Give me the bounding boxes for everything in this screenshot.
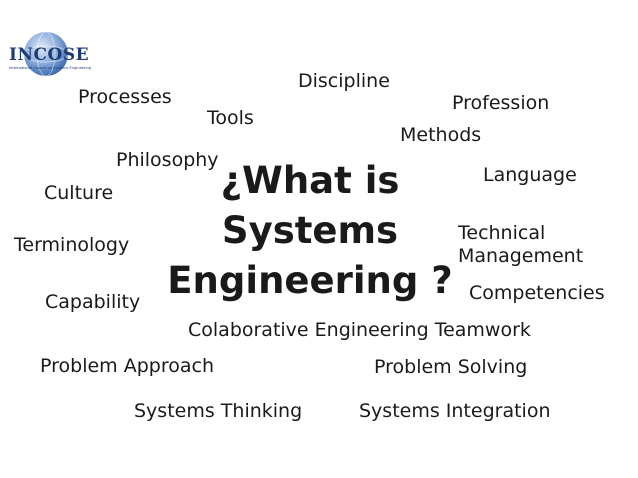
term-methods: Methods — [400, 124, 482, 146]
term-problem-approach: Problem Approach — [40, 355, 214, 377]
term-competencies: Competencies — [469, 282, 605, 304]
term-technical-management-line2: Management — [458, 244, 584, 267]
incose-logo: INCOSE International Council on Systems … — [6, 30, 91, 82]
slide-title: ¿What is Systems Engineering ? — [160, 156, 460, 306]
term-language: Language — [483, 164, 577, 186]
logo-subtitle: International Council on Systems Enginee… — [9, 66, 92, 70]
term-philosophy: Philosophy — [116, 149, 219, 171]
term-culture: Culture — [44, 182, 114, 204]
term-technical-management-line1: Technical — [458, 222, 546, 244]
term-technical-management: Technical Management — [458, 222, 583, 268]
term-capability: Capability — [45, 291, 141, 313]
title-line-3: Engineering ? — [167, 259, 453, 302]
term-tools: Tools — [207, 107, 254, 129]
title-line-2: Systems — [221, 209, 399, 252]
term-systems-thinking: Systems Thinking — [134, 400, 303, 422]
term-systems-integration: Systems Integration — [359, 400, 551, 422]
logo-wordmark: INCOSE — [9, 45, 90, 65]
term-processes: Processes — [78, 86, 172, 108]
term-problem-solving: Problem Solving — [374, 356, 528, 378]
title-line-1: ¿What is — [220, 159, 400, 202]
term-colaborative-engineering-teamwork: Colaborative Engineering Teamwork — [188, 319, 531, 341]
globe-icon — [23, 31, 69, 77]
term-profession: Profession — [452, 92, 550, 114]
term-discipline: Discipline — [298, 70, 390, 92]
term-terminology: Terminology — [14, 234, 130, 256]
